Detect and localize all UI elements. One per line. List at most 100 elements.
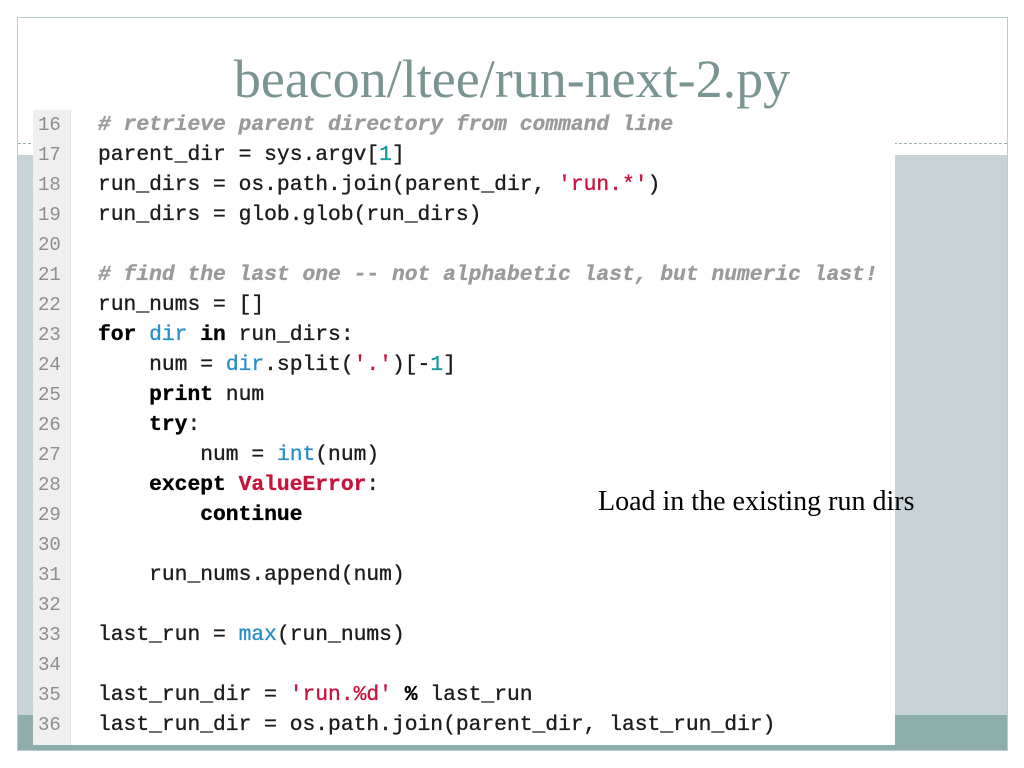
code-token (187, 323, 200, 347)
code-token: '.' (353, 353, 392, 377)
line-text (71, 230, 98, 260)
code-listing: 16 # retrieve parent directory from comma… (33, 110, 895, 745)
code-token: ValueError (238, 473, 367, 497)
code-line: 19 run_dirs = glob.glob(run_dirs) (33, 200, 895, 230)
code-line: 25 print num (33, 380, 895, 410)
line-text: for dir in run_dirs: (71, 320, 354, 350)
code-token: last_run_dir = os.path.join(parent_dir, … (98, 713, 776, 737)
code-token: num (213, 383, 265, 407)
code-line: 32 (33, 590, 895, 620)
code-line: 16 # retrieve parent directory from comma… (33, 110, 895, 140)
code-token: int (276, 443, 316, 467)
code-token (98, 413, 149, 437)
line-text: run_nums = [] (71, 290, 265, 320)
code-line: 28 except ValueError: (33, 470, 895, 500)
code-token (136, 323, 149, 347)
code-token: last_run = (98, 623, 239, 647)
line-number: 23 (38, 324, 61, 346)
code-token (226, 473, 239, 497)
line-text: parent_dir = sys.argv[1] (71, 140, 405, 170)
line-text: last_run_dir = 'run.%d' % last_run (71, 680, 533, 710)
code-token: last_run (417, 683, 533, 707)
line-number: 29 (38, 504, 61, 526)
code-token: dir (225, 353, 265, 377)
code-token (98, 383, 149, 407)
code-token: parent_dir = sys.argv[ (98, 143, 380, 167)
code-token: run_dirs = glob.glob(run_dirs) (98, 203, 482, 227)
code-token: in (200, 323, 226, 347)
code-token: 'run.%d' (289, 683, 393, 707)
code-line: 22 run_nums = [] (33, 290, 895, 320)
code-line: 35 last_run_dir = 'run.%d' % last_run (33, 680, 895, 710)
code-line: 26 try: (33, 410, 895, 440)
code-token: except (149, 473, 226, 497)
code-token: : (366, 473, 380, 497)
line-number: 36 (38, 714, 61, 736)
code-token: : (187, 413, 201, 437)
code-token: run_nums = [] (98, 293, 265, 317)
slide-title: beacon/ltee/run-next-2.py (233, 49, 791, 109)
line-number: 32 (38, 594, 61, 616)
code-token: for (98, 323, 137, 347)
line-text: continue (71, 500, 303, 530)
line-text (71, 530, 98, 560)
code-token: num = (98, 353, 226, 377)
code-token: last_run_dir = (98, 683, 290, 707)
line-number-gutter (33, 110, 71, 745)
code-line: 18 run_dirs = os.path.join(parent_dir, 'r… (33, 170, 895, 200)
line-number: 25 (38, 384, 61, 406)
line-number: 30 (38, 534, 61, 556)
code-line: 23 for dir in run_dirs: (33, 320, 895, 350)
code-token: dir (149, 323, 188, 347)
code-lines: 16 # retrieve parent directory from comma… (33, 110, 895, 740)
line-text: try: (71, 410, 200, 440)
line-number: 27 (38, 444, 61, 466)
code-line: 29 continue (33, 500, 895, 530)
line-number: 18 (38, 174, 61, 196)
code-token: 'run.*' (558, 173, 648, 197)
line-number: 17 (38, 144, 61, 166)
code-line: 34 (33, 650, 895, 680)
line-text: num = int(num) (71, 440, 379, 470)
line-text: run_dirs = os.path.join(parent_dir, 'run… (71, 170, 661, 200)
line-text: last_run_dir = os.path.join(parent_dir, … (71, 710, 776, 740)
line-text: # retrieve parent directory from command… (71, 110, 673, 140)
code-token: # retrieve parent directory from command… (98, 113, 674, 137)
line-number: 31 (38, 564, 61, 586)
code-line: 31 run_nums.append(num) (33, 560, 895, 590)
code-line: 24 num = dir.split('.')[-1] (33, 350, 895, 380)
line-text: run_nums.append(num) (71, 560, 405, 590)
code-token: print (149, 383, 214, 407)
line-number: 16 (38, 114, 61, 136)
code-token (392, 683, 405, 707)
line-number: 22 (38, 294, 61, 316)
code-token: run_nums.append(num) (98, 563, 405, 587)
code-token: run_dirs = os.path.join(parent_dir, (98, 173, 559, 197)
code-token: )[- (391, 353, 431, 377)
line-number: 34 (38, 654, 61, 676)
line-text: # find the last one -- not alphabetic la… (71, 260, 878, 290)
code-token: try (149, 413, 188, 437)
code-token: num = (98, 443, 277, 467)
code-token: (num) (315, 443, 380, 467)
code-token: run_dirs: (225, 323, 354, 347)
code-token: max (238, 623, 277, 647)
line-number: 35 (38, 684, 61, 706)
line-number: 19 (38, 204, 61, 226)
code-line: 27 num = int(num) (33, 440, 895, 470)
code-token: # find the last one -- not alphabetic la… (98, 263, 878, 287)
line-text: last_run = max(run_nums) (71, 620, 405, 650)
line-number: 28 (38, 474, 61, 496)
code-line: 33 last_run = max(run_nums) (33, 620, 895, 650)
line-text (71, 590, 98, 620)
code-token: ] (443, 353, 456, 377)
line-number: 24 (38, 354, 61, 376)
line-text: num = dir.split('.')[-1] (71, 350, 456, 380)
code-line: 17 parent_dir = sys.argv[1] (33, 140, 895, 170)
code-token: continue (200, 503, 303, 527)
line-text: except ValueError: (71, 470, 379, 500)
code-line: 20 (33, 230, 895, 260)
slide-caption: Load in the existing run dirs (598, 486, 915, 517)
line-text: print num (71, 380, 264, 410)
line-number: 33 (38, 624, 61, 646)
